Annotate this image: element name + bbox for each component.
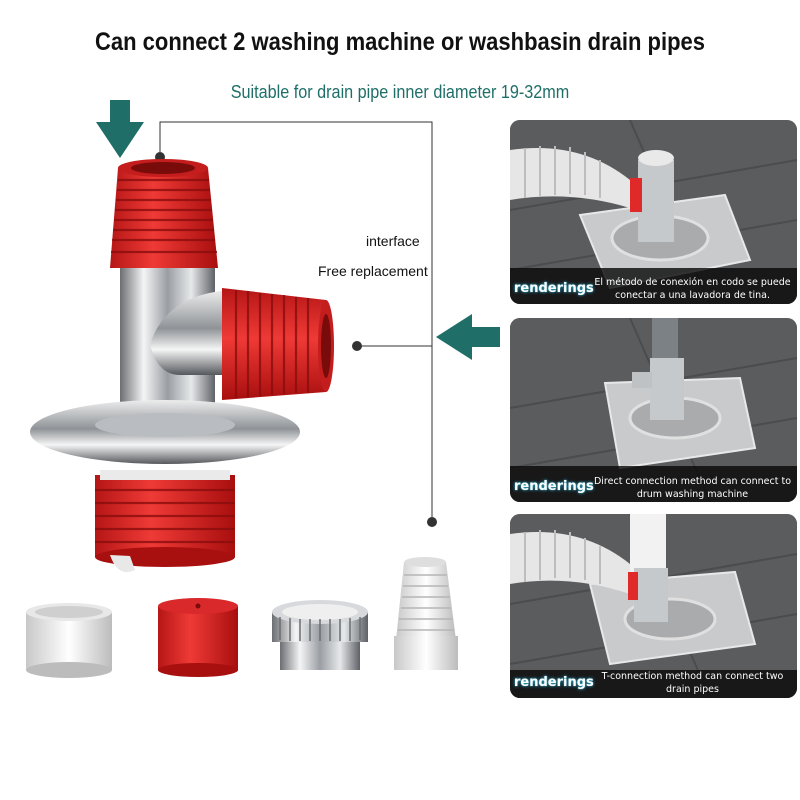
accessory-red-cap [158,598,238,677]
side-red-fitting [222,288,334,400]
caption-bar: renderings Direct connection method can … [510,466,797,502]
side-branch [150,290,230,375]
accessory-hose-adapter [394,557,458,670]
floor-drain-scene [510,514,797,698]
rendering-panel-elbow: renderings El método de conexión en codo… [510,120,797,304]
callout-lines [159,121,433,520]
bottom-red-fitting [95,470,235,573]
caption-text: T-connection method can connect two drai… [601,671,784,695]
label-free-replacement: Free replacement [318,263,428,279]
callout-dot [352,341,362,351]
caption-bar: renderings T-connection method can conne… [510,670,797,698]
page-title: Can connect 2 washing machine or washbas… [94,28,706,56]
down-arrow-icon [96,100,144,158]
caption-text: Direct connection method can connect to … [593,476,792,500]
renderings-badge: renderings [514,281,594,296]
product-illustration [26,100,500,678]
rendering-panel-direct: renderings Direct connection method can … [510,318,797,502]
callout-dot [427,517,437,527]
renderings-badge: renderings [514,675,594,690]
renderings-badge: renderings [514,479,594,494]
caption-bar: renderings El método de conexión en codo… [510,268,797,304]
accessory-chrome-cap [272,600,368,670]
label-interface: interface [366,233,420,249]
rendering-panel-tee: renderings T-connection method can conne… [510,514,797,698]
caption-text: El método de conexión en codo se puede c… [594,277,791,301]
top-red-fitting [110,159,218,268]
accessory-ring [26,603,112,678]
page-subtitle: Suitable for drain pipe inner diameter 1… [230,82,570,102]
left-arrow-icon [436,314,500,360]
